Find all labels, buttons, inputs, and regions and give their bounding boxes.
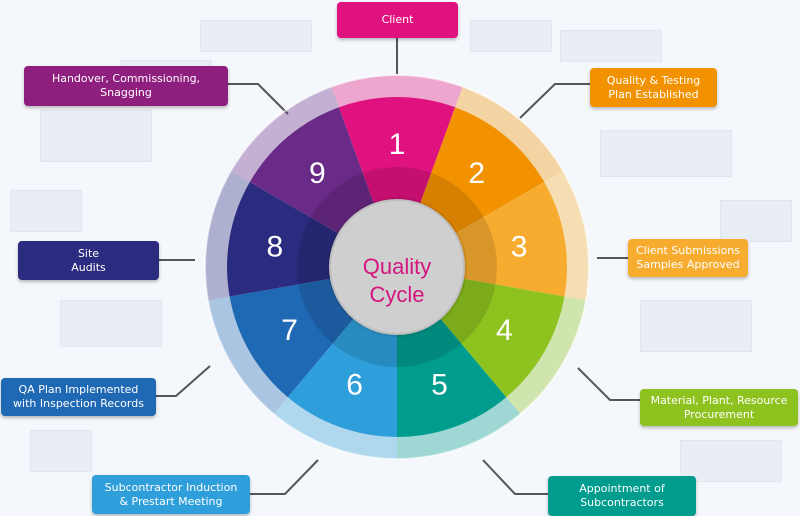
segment-number-5: 5 [431, 369, 448, 402]
label-induction-line1: Subcontractor Induction [104, 480, 238, 494]
background-tile [720, 200, 792, 242]
label-site-audits-line2: Audits [71, 260, 106, 274]
background-tile [200, 20, 312, 52]
background-tile [40, 110, 152, 162]
segment-number-4: 4 [496, 314, 513, 347]
connector-line [482, 459, 548, 495]
segment-number-9: 9 [309, 157, 326, 190]
center-disc-border [327, 197, 467, 337]
segment-number-6: 6 [346, 369, 363, 402]
center-disc [329, 199, 465, 335]
label-qa-plan-line1: QA Plan Implemented [18, 383, 139, 396]
segment-number-7: 7 [281, 314, 298, 347]
background-tile [680, 440, 782, 482]
background-tile [600, 130, 732, 177]
connector-line [577, 367, 640, 401]
outer-ring-segment [331, 75, 463, 108]
background-tile [560, 30, 662, 62]
segment-number-2: 2 [468, 157, 485, 190]
segment-1 [338, 97, 456, 267]
connector-line [519, 83, 590, 119]
label-handover: Handover, Commissioning,Snagging [24, 66, 228, 106]
connector-line [156, 365, 211, 397]
outer-ring [204, 74, 590, 460]
outer-ring-segment [273, 397, 397, 459]
background-tile [60, 300, 162, 347]
label-procurement-line1: Material, Plant, Resource [650, 393, 788, 407]
segment-number-1: 1 [389, 128, 406, 161]
segment-number-8: 8 [267, 230, 284, 263]
outer-ring-segment [230, 86, 339, 182]
background-tile [640, 300, 752, 352]
connector-lines [156, 38, 640, 495]
label-handover-line2: Snagging [100, 86, 152, 99]
label-procurement-line2: Procurement [683, 407, 755, 421]
segment-number-3: 3 [511, 230, 528, 263]
outer-rim [204, 74, 590, 460]
label-client-submissions-line2: Samples Approved [636, 258, 740, 271]
center-title-line2: Cycle [369, 282, 424, 307]
label-client-text: Client [381, 13, 414, 26]
label-client: Client [337, 2, 458, 38]
outer-ring-segment [506, 296, 587, 415]
label-subcontractors-line2: Subcontractors [580, 496, 664, 509]
label-induction: Subcontractor Induction& Prestart Meetin… [92, 475, 250, 514]
label-subcontractors-line1: Appointment of [579, 482, 665, 495]
background-tile [470, 20, 552, 52]
label-site-audits-line1: Site [77, 246, 100, 260]
label-handover-line1: Handover, Commissioning, [51, 72, 201, 85]
center-title-line1: Quality [363, 254, 431, 279]
background-tile [30, 430, 92, 472]
label-induction-line2: & Prestart Meeting [119, 494, 223, 508]
connector-line [250, 459, 319, 495]
label-client-submissions-line1: Client Submissions [635, 244, 740, 257]
label-quality-testing-line1: Quality & Testing [606, 73, 701, 87]
segment-numbers: 1 2 3 4 5 6 7 8 9 [267, 128, 528, 402]
label-quality-testing-line2: Plan Established [608, 87, 699, 101]
outer-ring-segment [207, 296, 288, 415]
outer-ring-segment [397, 397, 521, 459]
connector-line [228, 83, 289, 115]
outer-ring-segment [455, 86, 564, 182]
label-qa-plan-line2: with Inspection Records [13, 397, 144, 410]
background-tile [10, 190, 82, 232]
